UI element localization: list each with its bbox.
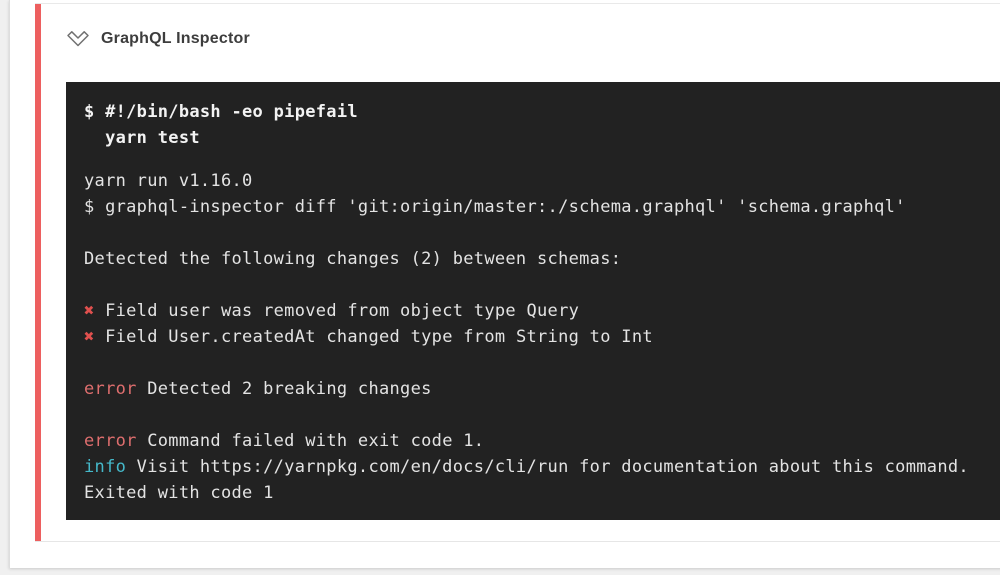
terminal-output: $ #!/bin/bash -eo pipefail yarn test yarn… bbox=[66, 82, 1000, 520]
terminal-text-segment: Detected 2 breaking changes bbox=[136, 379, 432, 399]
build-step-section: GraphQL Inspector $ #!/bin/bash -eo pipe… bbox=[35, 3, 1000, 542]
terminal-text-segment: yarn test bbox=[84, 128, 200, 148]
step-status-accent-bar bbox=[35, 4, 41, 541]
terminal-blank-line bbox=[84, 350, 1000, 376]
terminal-line: error Detected 2 breaking changes bbox=[84, 376, 1000, 402]
terminal-text-segment: error bbox=[84, 379, 137, 399]
terminal-line: ✖ Field User.createdAt changed type from… bbox=[84, 324, 1000, 350]
terminal-text-segment: ✖ bbox=[84, 301, 95, 321]
terminal-line: ✖ Field user was removed from object typ… bbox=[84, 298, 1000, 324]
terminal-line: Exited with code 1 bbox=[84, 480, 1000, 506]
terminal-blank-line bbox=[84, 402, 1000, 428]
terminal-text-segment: $ #!/bin/bash -eo pipefail bbox=[84, 102, 358, 122]
terminal-text-segment: ✖ bbox=[84, 327, 95, 347]
double-chevron-down-icon[interactable] bbox=[65, 28, 91, 50]
terminal-line: $ #!/bin/bash -eo pipefail bbox=[84, 99, 1000, 125]
terminal-text-segment: Visit https://yarnpkg.com/en/docs/cli/ru… bbox=[126, 457, 969, 477]
terminal-blank-line bbox=[84, 272, 1000, 298]
terminal-line: Detected the following changes (2) betwe… bbox=[84, 246, 1000, 272]
terminal-text-segment: Detected the following changes (2) betwe… bbox=[84, 249, 622, 269]
step-header[interactable]: GraphQL Inspector bbox=[41, 4, 1000, 53]
terminal-text-segment: Command failed with exit code 1. bbox=[136, 431, 485, 451]
terminal-text-segment: yarn run v1.16.0 bbox=[84, 171, 253, 191]
terminal-blank-line bbox=[84, 220, 1000, 246]
terminal-text-segment: $ graphql-inspector diff 'git:origin/mas… bbox=[84, 197, 906, 217]
terminal-line: yarn run v1.16.0 bbox=[84, 168, 1000, 194]
terminal-text-segment: info bbox=[84, 457, 127, 477]
terminal-text-segment: error bbox=[84, 431, 137, 451]
terminal-line: $ graphql-inspector diff 'git:origin/mas… bbox=[84, 194, 1000, 220]
build-step-card: GraphQL Inspector $ #!/bin/bash -eo pipe… bbox=[9, 0, 1000, 568]
terminal-text-segment: Field User.createdAt changed type from S… bbox=[94, 327, 653, 347]
terminal-text-segment: Field user was removed from object type … bbox=[94, 301, 580, 321]
terminal-spacer bbox=[84, 151, 1000, 168]
terminal-line: info Visit https://yarnpkg.com/en/docs/c… bbox=[84, 454, 1000, 480]
terminal-line: yarn test bbox=[84, 125, 1000, 151]
terminal-text-segment: Exited with code 1 bbox=[84, 483, 274, 503]
terminal-line: error Command failed with exit code 1. bbox=[84, 428, 1000, 454]
step-title: GraphQL Inspector bbox=[101, 30, 250, 47]
